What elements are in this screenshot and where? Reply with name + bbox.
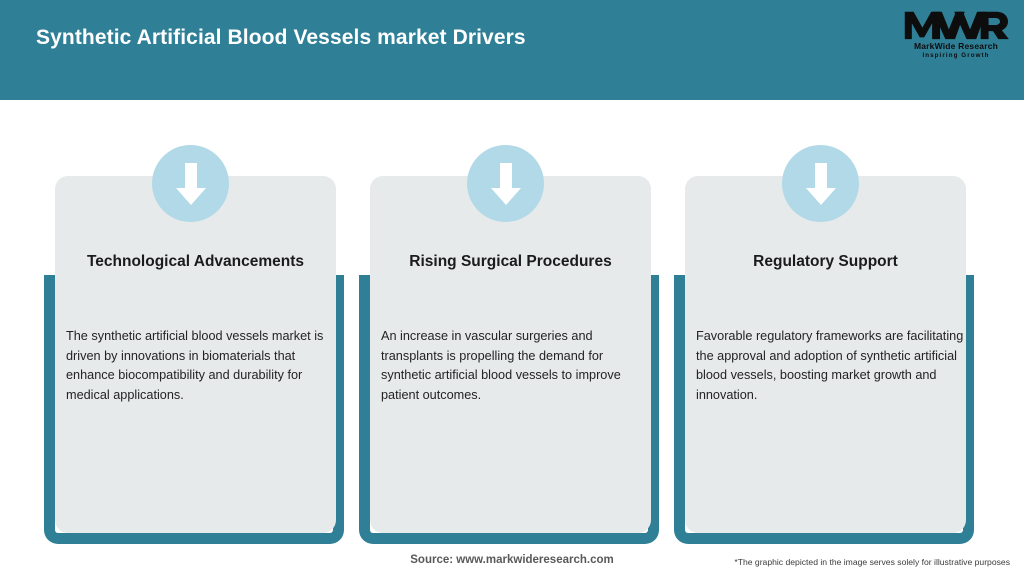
arrow-down-glyph — [175, 162, 206, 205]
card-accent-frame — [674, 275, 974, 544]
arrow-down-glyph — [805, 162, 836, 205]
mwr-logo-icon — [904, 11, 1009, 40]
card-title: Rising Surgical Procedures — [409, 253, 612, 270]
card-panel — [55, 176, 336, 533]
arrow-down-icon — [152, 145, 229, 222]
card-body-text: The synthetic artificial blood vessels m… — [66, 329, 324, 402]
card-panel — [685, 176, 966, 533]
card-title: Technological Advancements — [86, 253, 305, 270]
drivers-card-row: Technological Advancements The synthetic… — [0, 100, 1024, 544]
driver-card-2: Rising Surgical Procedures An increase i… — [359, 100, 659, 544]
header-band: Synthetic Artificial Blood Vessels marke… — [0, 0, 1024, 100]
arrow-down-icon — [467, 145, 544, 222]
source-label: Source: www.markwideresearch.com — [410, 554, 614, 566]
driver-card-3: Regulatory Support Favorable regulatory … — [674, 100, 974, 544]
card-title: Regulatory Support — [753, 253, 898, 270]
arrow-down-icon — [782, 145, 859, 222]
card-accent-frame — [44, 275, 344, 544]
logo-company-name: MarkWide Research — [913, 41, 999, 51]
driver-card-1: Technological Advancements The synthetic… — [44, 100, 344, 544]
card-panel — [370, 176, 651, 533]
brand-logo: MarkWide Research Inspiring Growth — [904, 10, 1009, 68]
page-title: Synthetic Artificial Blood Vessels marke… — [36, 26, 526, 49]
disclaimer-label: *The graphic depicted in the image serve… — [734, 557, 1010, 567]
card-accent-frame — [359, 275, 659, 544]
card-body-text: Favorable regulatory frameworks are faci… — [696, 329, 964, 402]
logo-tagline: Inspiring Growth — [922, 52, 990, 59]
arrow-down-glyph — [490, 162, 521, 205]
card-body-text: An increase in vascular surgeries and tr… — [381, 329, 621, 402]
